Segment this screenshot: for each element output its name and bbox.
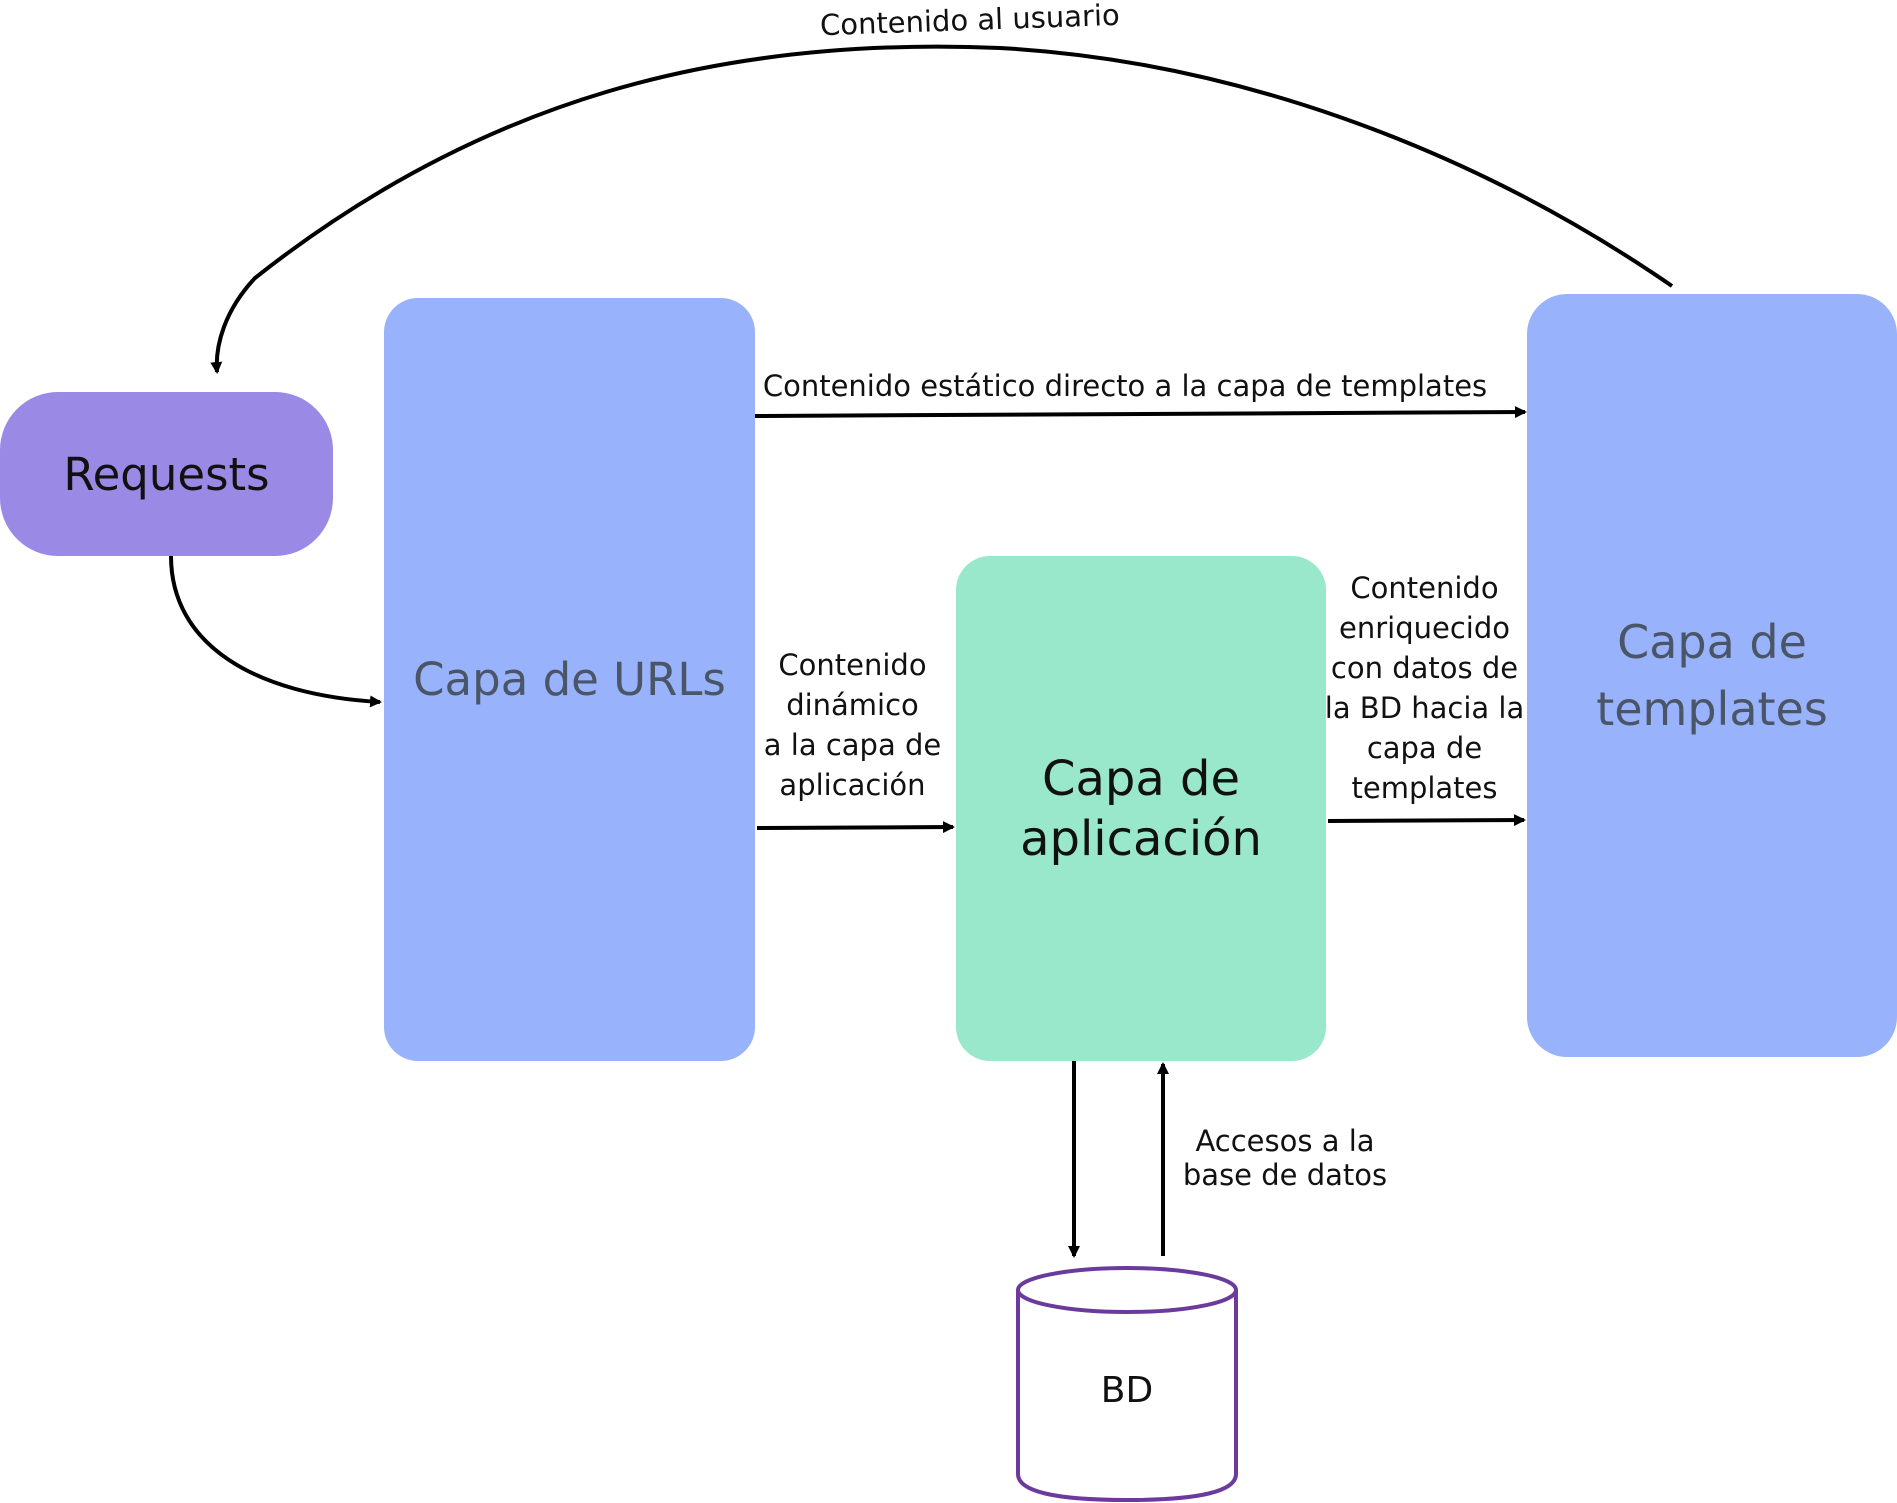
requests-box	[0, 392, 333, 556]
edge-label-line: Accesos a la	[1195, 1124, 1375, 1158]
templates-layer-label-line: templates	[1596, 681, 1828, 736]
app-layer-node: Capa de aplicación	[956, 556, 1326, 1061]
edge-label-static-content: Contenido estático directo a la capa de …	[762, 369, 1488, 403]
edge-label-db-access: Accesos a la base de datos	[1170, 1124, 1400, 1192]
edge-label-line: la BD hacia la	[1324, 691, 1525, 725]
edge-label-line: dinámico	[786, 688, 919, 722]
edge-label-line: templates	[1351, 771, 1498, 805]
edge-label-line: Contenido	[778, 648, 927, 682]
edge-label-line: base de datos	[1182, 1158, 1388, 1192]
arrow-content-to-user	[210, 44, 1674, 374]
database-cylinder	[1016, 1266, 1238, 1503]
urls-layer-label: Capa de URLs	[413, 653, 726, 706]
requests-label: Requests	[63, 447, 270, 501]
arrow-enriched-content	[1327, 814, 1526, 827]
arrow-static-content	[754, 406, 1527, 419]
edge-label-line: enriquecido	[1339, 611, 1510, 645]
templates-layer-label-line: Capa de	[1617, 614, 1807, 669]
requests-node: Requests	[0, 392, 333, 556]
edge-label-line: con datos de	[1330, 651, 1519, 685]
edge-label-line: aplicación	[779, 768, 926, 802]
edge-label-line: capa de	[1366, 731, 1483, 765]
database-label: BD	[1100, 1370, 1154, 1411]
edge-label-enriched-content: Contenido enriquecido con datos de la BD…	[1322, 568, 1527, 808]
edge-label-dynamic-content: Contenido dinámico a la capa de aplicaci…	[745, 645, 960, 805]
arrow-requests-to-urls	[169, 555, 382, 708]
arrow-dynamic-content	[756, 821, 955, 834]
app-layer-box	[956, 556, 1326, 1061]
database-top	[1016, 1266, 1238, 1314]
templates-layer-box	[1527, 294, 1897, 1057]
edge-label-line: a la capa de	[763, 728, 942, 762]
edge-label-line: Contenido	[1350, 571, 1499, 605]
app-layer-label-line: Capa de	[1041, 750, 1241, 807]
urls-layer-node: Capa de URLs	[384, 298, 755, 1061]
app-layer-label-line: aplicación	[1020, 810, 1262, 867]
database-body	[1016, 1290, 1238, 1503]
templates-layer-node: Capa de templates	[1527, 294, 1897, 1057]
urls-layer-box	[384, 298, 755, 1061]
